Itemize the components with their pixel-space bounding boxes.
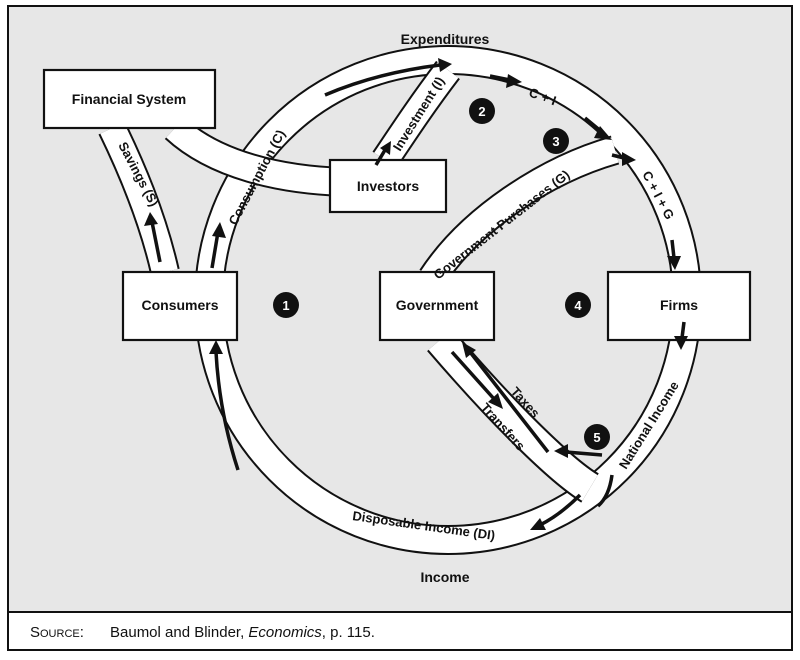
financial-system-label: Financial System [72, 91, 186, 107]
badge-1-text: 1 [282, 298, 289, 313]
government-purchases-pipe [419, 135, 620, 287]
national-income-bottom-arrow [596, 474, 614, 508]
government-box: Government [378, 270, 496, 342]
to-cig-arrowhead [594, 126, 612, 140]
investment-arrowhead [380, 141, 391, 155]
to-firms-arrowhead [667, 256, 681, 270]
income-label: Income [420, 569, 469, 585]
national-income-arrowhead [674, 336, 688, 350]
finance-to-investors-pipe [164, 116, 346, 197]
expenditures-label: Expenditures [401, 31, 490, 47]
badge-3: 3 [543, 128, 569, 154]
source-text: Baumol and Blinder, Economics, p. 115. [110, 624, 375, 641]
flow-arrows [144, 58, 688, 530]
firms-box: Firms [606, 270, 752, 342]
financial-system-box: Financial System [42, 68, 217, 130]
c-plus-i-arrowhead [506, 74, 522, 88]
consumption-top-arrow [324, 63, 441, 97]
government-label: Government [396, 297, 479, 313]
consumption-arrowhead [212, 222, 226, 238]
national-income-arrow [680, 321, 686, 339]
savings-arrowhead [144, 212, 158, 226]
badge-1: 1 [273, 292, 299, 318]
consumers-label: Consumers [141, 297, 218, 313]
disposable-income-arrowhead [530, 518, 546, 530]
income-to-taxes-arrowhead [554, 444, 568, 458]
badge-4-text: 4 [574, 298, 582, 313]
taxes-arrowhead [462, 342, 476, 358]
source-label: Source: [30, 624, 84, 641]
badge-5-text: 5 [593, 430, 600, 445]
source-text-before: Baumol and Blinder, [110, 624, 248, 641]
c-plus-i-arrow [489, 74, 511, 82]
source-text-after: , p. 115. [322, 624, 375, 641]
gov-purchases-arrowhead [622, 152, 636, 166]
badge-3-text: 3 [552, 134, 559, 149]
consumption-arrow [210, 231, 220, 269]
transfers-arrowhead [488, 393, 503, 409]
source-title: Economics [248, 624, 322, 641]
badge-2: 2 [469, 98, 495, 124]
source-panel [7, 611, 793, 651]
investment-pipe [372, 60, 460, 169]
income-to-taxes-arrow [565, 450, 603, 457]
investors-label: Investors [357, 178, 419, 194]
savings-pipe [98, 121, 180, 276]
firms-label: Firms [660, 297, 698, 313]
source-citation: Source: Baumol and Blinder, Economics, p… [30, 624, 375, 641]
badge-2-text: 2 [478, 104, 485, 119]
savings-arrow [150, 221, 162, 263]
consumers-box: Consumers [121, 270, 239, 342]
income-to-consumers-arrow [214, 351, 240, 471]
investment-arrow [374, 149, 387, 166]
transfers-arrow [450, 350, 497, 402]
taxes-arrow [468, 350, 550, 454]
investors-box: Investors [328, 158, 448, 214]
to-firms-arrow [670, 239, 676, 259]
income-to-consumers-arrowhead [209, 340, 223, 354]
badge-5: 5 [584, 424, 610, 450]
badge-4: 4 [565, 292, 591, 318]
consumption-top-arrowhead [438, 58, 452, 72]
